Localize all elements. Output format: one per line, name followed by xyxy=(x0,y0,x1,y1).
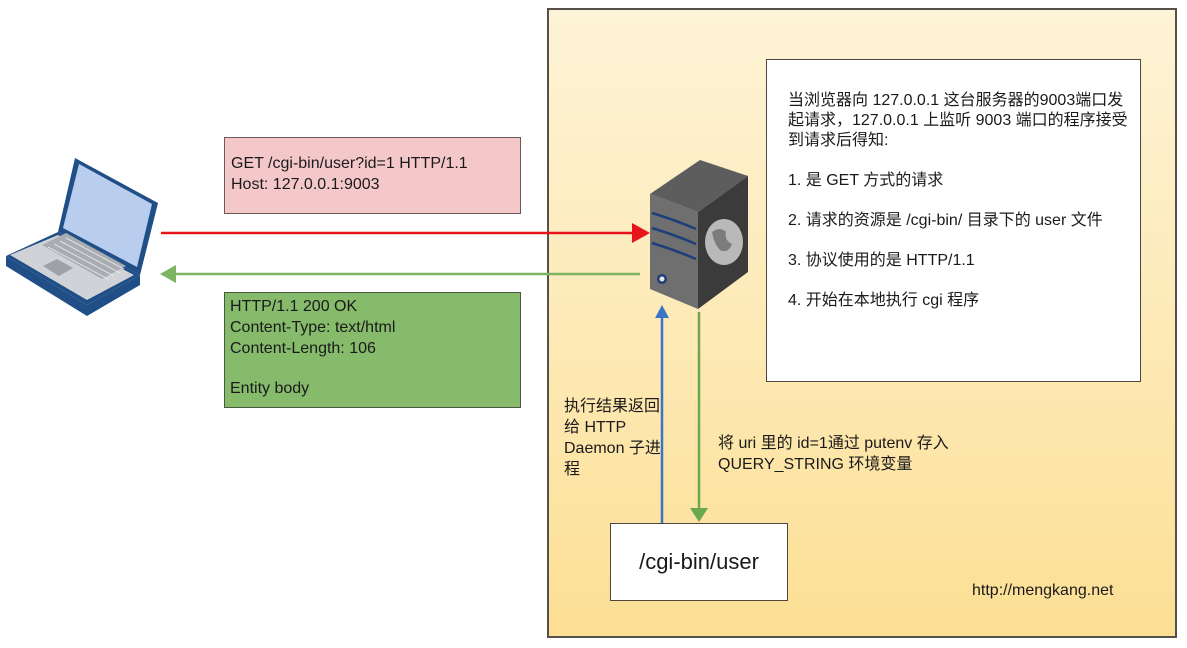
http-request-box: GET /cgi-bin/user?id=1 HTTP/1.1 Host: 12… xyxy=(224,137,521,214)
response-status: HTTP/1.1 200 OK xyxy=(230,298,358,315)
response-content-length: Content-Length: 106 xyxy=(230,340,376,357)
request-line: GET /cgi-bin/user?id=1 HTTP/1.1 xyxy=(231,155,468,172)
return-label: 执行结果返回给 HTTP Daemon 子进程 xyxy=(564,398,661,478)
putenv-arrowhead xyxy=(690,508,708,522)
request-host: Host: 127.0.0.1:9003 xyxy=(231,176,380,193)
response-arrowhead xyxy=(160,265,176,283)
info-item-4: 4. 开始在本地执行 cgi 程序 xyxy=(788,292,980,309)
response-content-type: Content-Type: text/html xyxy=(230,319,396,336)
info-intro: 当浏览器向 127.0.0.1 这台服务器的9003端口发起请求，127.0.0… xyxy=(788,92,1128,149)
server-tower-icon xyxy=(650,160,748,309)
info-item-2: 2. 请求的资源是 /cgi-bin/ 目录下的 user 文件 xyxy=(788,212,1103,229)
cgi-program-box: /cgi-bin/user xyxy=(610,523,788,601)
response-entity-body: Entity body xyxy=(230,380,310,397)
request-arrowhead xyxy=(632,223,650,243)
server-info-box: 当浏览器向 127.0.0.1 这台服务器的9003端口发起请求，127.0.0… xyxy=(766,59,1141,382)
putenv-label: 将 uri 里的 id=1通过 putenv 存入 QUERY_STRING 环… xyxy=(718,435,949,473)
info-item-3: 3. 协议使用的是 HTTP/1.1 xyxy=(788,252,975,269)
info-item-1: 1. 是 GET 方式的请求 xyxy=(788,172,944,189)
return-arrowhead xyxy=(655,305,669,318)
site-url: http://mengkang.net xyxy=(972,582,1114,599)
laptop-icon xyxy=(6,158,158,316)
http-response-box: HTTP/1.1 200 OK Content-Type: text/html … xyxy=(224,292,521,408)
cgi-program-label: /cgi-bin/user xyxy=(639,549,759,574)
